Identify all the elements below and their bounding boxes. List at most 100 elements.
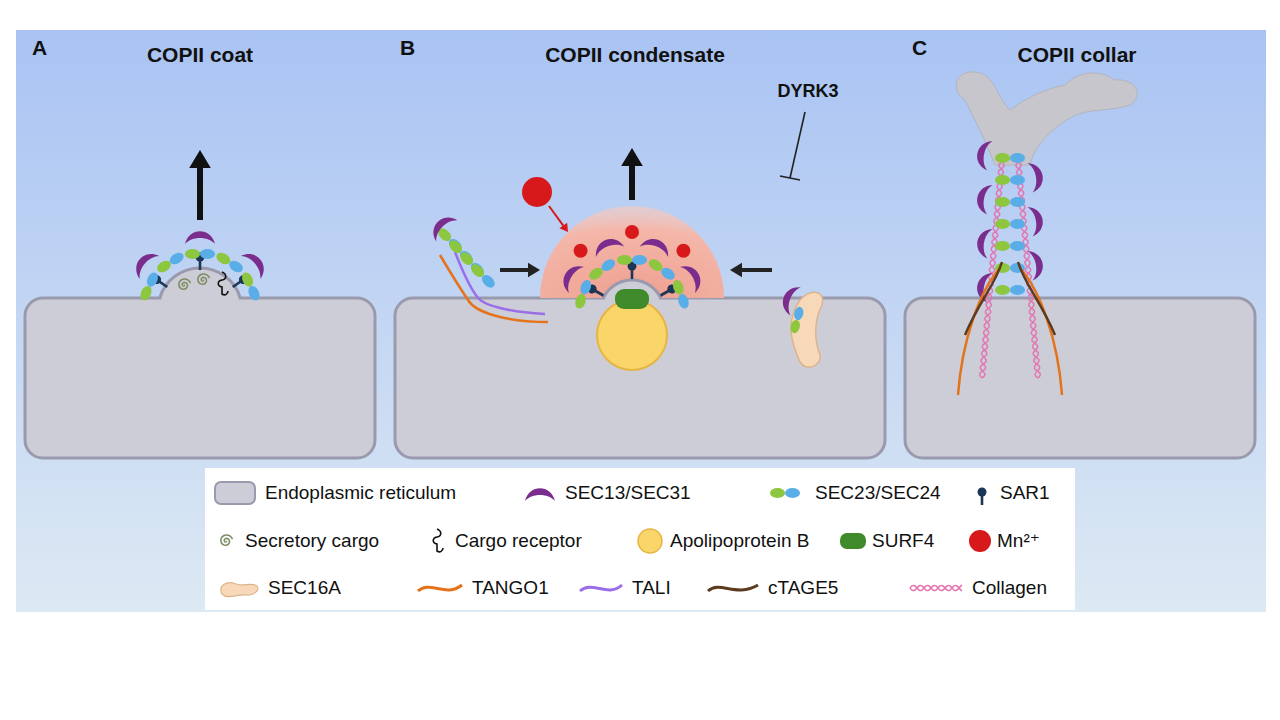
condensate-dome (540, 206, 724, 298)
sec23 (995, 197, 1010, 207)
sec23-sec24 (995, 285, 1025, 295)
surf4 (615, 289, 649, 309)
sec24 (1010, 175, 1025, 185)
sec23 (995, 153, 1010, 163)
crescent-shape (975, 183, 993, 215)
crescent-shape (975, 139, 993, 171)
sec24 (578, 278, 593, 296)
legend-label: SEC13/SEC31 (565, 482, 691, 505)
sec24 (1010, 219, 1025, 229)
panel-letter: C (912, 35, 927, 60)
crescent-shape (130, 248, 159, 279)
sec23-sec24 (770, 488, 800, 498)
crescent-shape (241, 248, 270, 279)
sec13-sec31 (427, 211, 457, 241)
arrow-head (621, 148, 643, 166)
er-bud-outline (160, 268, 240, 298)
sec13-sec31 (241, 248, 270, 279)
sec24 (632, 255, 647, 265)
receptor-line (218, 272, 228, 295)
panel-title: COPII condensate (545, 42, 725, 67)
er-cell (905, 298, 1255, 458)
arrow-shaft (629, 166, 635, 200)
arrow-shaft (742, 268, 772, 272)
collagen-strand (910, 585, 962, 591)
sec13-sec31 (558, 261, 584, 293)
sec23-sec24 (647, 257, 677, 282)
sec23-sec24 (995, 153, 1025, 163)
legend-box (205, 468, 1075, 610)
sec24 (246, 284, 261, 302)
sec23-sec24 (995, 219, 1025, 229)
sec13-sec31 (975, 227, 993, 259)
sec24 (168, 250, 186, 266)
sec13-sec31 (975, 139, 993, 171)
crescent-shape (558, 261, 584, 293)
crescent-shape (427, 211, 457, 241)
arrow-head (730, 263, 742, 277)
sec23 (789, 319, 801, 334)
sec13-sec31 (130, 248, 159, 279)
sec23 (995, 175, 1010, 185)
sec23 (995, 241, 1010, 251)
ctage5 (965, 262, 1002, 335)
panel-letter: B (400, 35, 415, 60)
legend-label: TANGO1 (472, 577, 549, 600)
sar1-head (978, 488, 987, 497)
apolipoprotein-b (597, 300, 667, 370)
inhibition-bar (780, 176, 800, 180)
secretory-cargo (198, 274, 210, 284)
legend-label: Secretory cargo (245, 530, 379, 553)
arrow (500, 263, 540, 277)
legend-label: TALI (632, 577, 671, 600)
legend-label: SURF4 (872, 530, 934, 553)
mn-ion (625, 225, 639, 239)
sec13-sec31 (525, 488, 555, 501)
collagen-strand (910, 585, 962, 591)
sec13-sec31 (1027, 161, 1045, 193)
sec23-sec24 (789, 306, 805, 334)
sec24 (145, 271, 160, 289)
arrow (621, 148, 643, 200)
sec24 (227, 258, 245, 274)
sec23-sec24 (138, 271, 160, 302)
sec23-sec24 (155, 250, 186, 274)
panel-c (905, 72, 1255, 458)
legend-label: Collagen (972, 577, 1047, 600)
er-bud-fill (160, 268, 240, 298)
panel-b (395, 112, 885, 458)
sec23-sec24 (469, 262, 497, 290)
ctage5 (1018, 262, 1055, 335)
sec23-sec24 (214, 250, 245, 274)
sec24 (599, 257, 617, 274)
sec23-sec24 (185, 249, 215, 259)
mn-ion (574, 244, 588, 258)
sec24 (659, 265, 677, 282)
legend-swatch (215, 482, 255, 504)
arrow-shaft (500, 268, 528, 272)
sec23-sec24 (573, 278, 593, 310)
cargo-receptor (433, 529, 443, 552)
sec24 (1010, 285, 1025, 295)
sec24 (1010, 241, 1025, 251)
legend-label: Cargo receptor (455, 530, 582, 553)
legend-swatch (969, 530, 991, 552)
panel-letter: A (32, 35, 47, 60)
arrow (730, 263, 772, 277)
secretory-cargo (221, 535, 233, 545)
sec23-sec24 (240, 271, 262, 302)
sec23 (770, 488, 785, 498)
sec13-sec31 (1027, 205, 1045, 237)
sec13-sec31 (185, 231, 215, 244)
tango1 (440, 255, 548, 322)
mn-ion (676, 244, 690, 258)
arrow-shaft (549, 206, 563, 226)
sec13-sec31 (640, 235, 673, 257)
sec23 (138, 284, 153, 302)
sec13-sec31 (975, 183, 993, 215)
sec24 (1010, 153, 1025, 163)
arrow-head (528, 263, 540, 277)
sec24 (479, 272, 497, 290)
sec13-sec31 (1027, 249, 1045, 281)
